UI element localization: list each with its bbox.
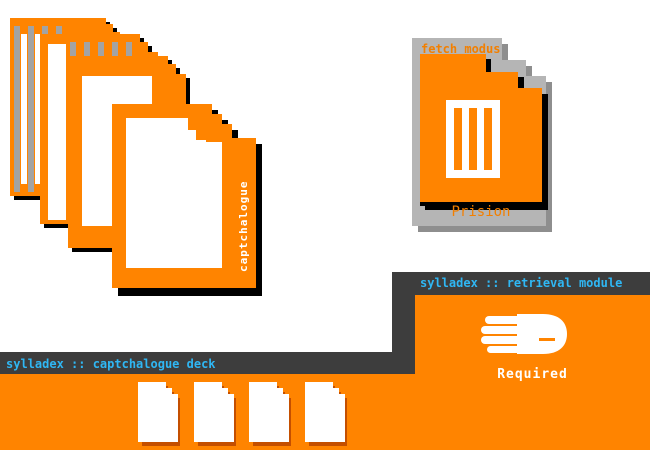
- prison-bars-icon: [446, 100, 500, 182]
- captchalogue-card-label: captchalogue: [237, 180, 250, 272]
- hand-icon: [481, 310, 569, 362]
- retrieval-module-label: sylladex :: retrieval module: [420, 276, 623, 290]
- captcha-card-front[interactable]: captchalogue: [112, 100, 272, 300]
- fetch-modus-title: fetch modus: [421, 42, 501, 56]
- deck-card-slot-3[interactable]: [249, 382, 301, 446]
- deck-card-slot-4[interactable]: [305, 382, 357, 446]
- fetch-modus-card[interactable]: fetch modus Prision: [412, 38, 564, 232]
- retrieval-drop-zone[interactable]: Required: [415, 295, 650, 450]
- retrieval-status: Required: [497, 367, 568, 382]
- deck-card-slot-2[interactable]: [194, 382, 246, 446]
- fetch-modus-name: Prision: [451, 204, 511, 220]
- deck-card-slot-1[interactable]: [138, 382, 190, 446]
- captchalogue-deck-label: sylladex :: captchalogue deck: [6, 357, 216, 371]
